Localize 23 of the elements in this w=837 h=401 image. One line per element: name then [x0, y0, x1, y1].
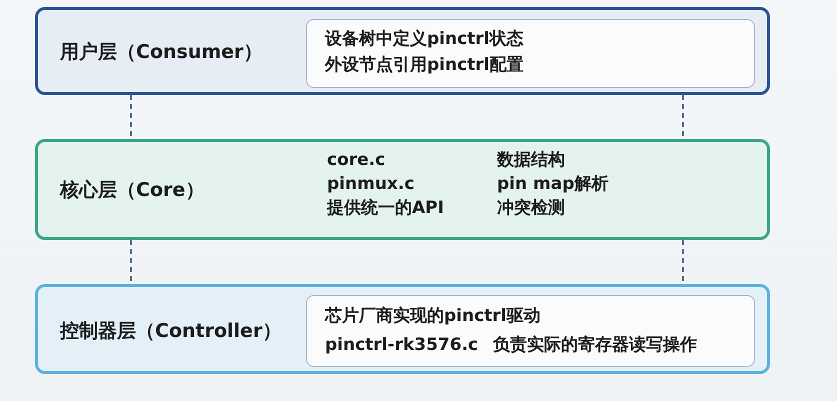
description-text: 设备树中定义pinctrl状态: [325, 28, 524, 50]
description-box: [306, 19, 755, 88]
connector-line: [130, 95, 132, 139]
description-text: pin map解析: [497, 173, 608, 195]
description-text: 芯片厂商实现的pinctrl驱动: [325, 305, 541, 327]
layer-title: 用户层（Consumer）: [60, 41, 262, 63]
layer-box: [35, 7, 770, 95]
description-text: pinmux.c: [327, 173, 414, 195]
layer-box: [35, 139, 770, 240]
layer-title: 控制器层（Controller）: [60, 320, 282, 342]
description-text: core.c: [327, 149, 386, 171]
description-text: 冲突检测: [497, 197, 565, 219]
description-box: [306, 295, 755, 367]
description-text: 外设节点引用pinctrl配置: [325, 54, 524, 76]
description-text: pinctrl-rk3576.c: [325, 334, 478, 356]
layer-box: [35, 284, 770, 374]
layer-title: 核心层（Core）: [60, 179, 204, 201]
description-text: 负责实际的寄存器读写操作: [493, 334, 697, 356]
connector-line: [130, 240, 132, 284]
description-text: 提供统一的API: [327, 197, 444, 219]
connector-line: [682, 95, 684, 139]
connector-line: [682, 240, 684, 284]
description-text: 数据结构: [497, 149, 565, 171]
